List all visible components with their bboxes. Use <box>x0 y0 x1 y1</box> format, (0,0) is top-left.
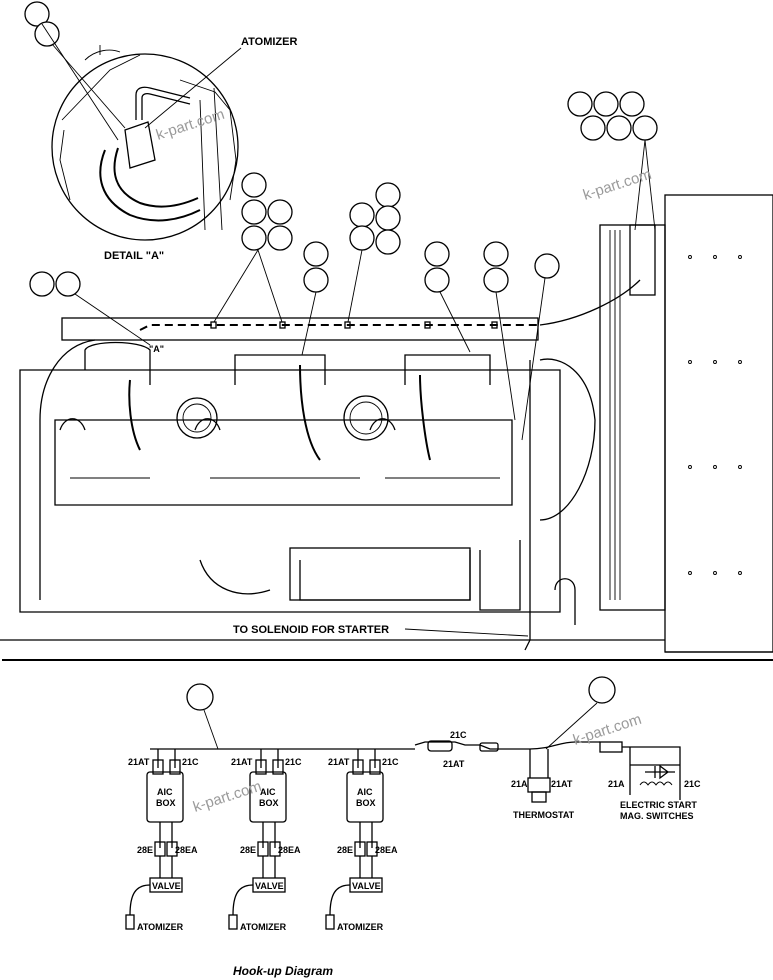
callout-balloon <box>186 683 214 711</box>
unit-wire-out: 28E <box>337 845 353 855</box>
unit-wire-in2: 21C <box>182 757 199 767</box>
unit-box-line2: BOX <box>356 798 376 808</box>
unit-valve: VALVE <box>352 881 381 891</box>
unit-atomizer: ATOMIZER <box>240 922 287 932</box>
callout-balloon <box>593 91 619 117</box>
aic-unit: 21AT 21C AIC BOX 28E 28EA VALVE ATOMIZER <box>325 749 399 932</box>
callout-balloon <box>303 241 329 267</box>
callout-balloon <box>567 91 593 117</box>
callout-balloon <box>267 199 293 225</box>
unit-box-line1: AIC <box>357 787 373 797</box>
to-solenoid-label: TO SOLENOID FOR STARTER <box>233 624 389 636</box>
unit-wire-in: 21AT <box>328 757 350 767</box>
unit-valve: VALVE <box>255 881 284 891</box>
unit-wire-out2: 28EA <box>175 845 198 855</box>
electric-start-switches: 21A 21C ELECTRIC START MAG. SWITCHES <box>608 747 701 821</box>
switch-label-line1: ELECTRIC START <box>620 800 697 810</box>
callout-balloon <box>349 225 375 251</box>
callout-balloon <box>241 172 267 198</box>
callout-balloon <box>534 253 560 279</box>
detail-a: ATOMIZER DETAIL "A" <box>24 1 297 262</box>
unit-wire-in2: 21C <box>285 757 302 767</box>
radiator-housing <box>664 194 773 653</box>
unit-wire-out2: 28EA <box>375 845 398 855</box>
callout-balloon <box>580 115 606 141</box>
callout-balloon <box>55 271 81 297</box>
callout-balloon <box>632 115 658 141</box>
switch-label-line2: MAG. SWITCHES <box>620 811 694 821</box>
top-rail <box>61 317 539 341</box>
unit-atomizer: ATOMIZER <box>337 922 384 932</box>
switch-wire-21a: 21A <box>608 779 625 789</box>
callout-balloon <box>375 205 401 231</box>
unit-wire-in2: 21C <box>382 757 399 767</box>
callout-balloon <box>424 241 450 267</box>
unit-valve: VALVE <box>152 881 181 891</box>
callout-balloon <box>34 21 60 47</box>
thermostat-label: THERMOSTAT <box>513 810 575 820</box>
callout-balloon <box>483 241 509 267</box>
callout-balloon <box>619 91 645 117</box>
watermark-text: k-part.com <box>191 778 264 816</box>
callout-balloon <box>375 229 401 255</box>
aic-unit: 21AT 21C AIC BOX 28E 28EA VALVE ATOMIZER <box>228 749 302 932</box>
callout-balloon <box>241 225 267 251</box>
thermostat: 21A 21AT THERMOSTAT <box>511 749 575 820</box>
unit-box-line1: AIC <box>157 787 173 797</box>
unit-wire-in: 21AT <box>128 757 150 767</box>
callout-balloon <box>483 267 509 293</box>
unit-box-line2: BOX <box>259 798 279 808</box>
watermark-text: k-part.com <box>581 166 654 204</box>
callout-balloon <box>303 267 329 293</box>
unit-box-line1: AIC <box>260 787 276 797</box>
detail-a-circle <box>51 53 239 241</box>
detail-a-label: DETAIL "A" <box>104 250 164 262</box>
aic-unit: 21AT 21C AIC BOX 28E 28EA VALVE ATOMIZER <box>125 749 199 932</box>
unit-wire-out: 28E <box>137 845 153 855</box>
engine-callouts <box>29 91 658 441</box>
unit-wire-in: 21AT <box>231 757 253 767</box>
callout-balloon <box>375 182 401 208</box>
watermarks: k-part.com k-part.com k-part.com k-part.… <box>154 106 654 816</box>
wire-21c-center: 21C <box>450 730 467 740</box>
unit-atomizer: ATOMIZER <box>137 922 184 932</box>
callout-balloon <box>588 676 616 704</box>
switch-wire-21c: 21C <box>684 779 701 789</box>
unit-wire-out: 28E <box>240 845 256 855</box>
unit-wire-out2: 28EA <box>278 845 301 855</box>
wire-21at-center: 21AT <box>443 759 465 769</box>
callout-balloon <box>24 1 50 27</box>
callout-balloon <box>424 267 450 293</box>
engine-assembly: TO SOLENOID FOR STARTER "A" <box>0 194 773 661</box>
callout-balloon <box>606 115 632 141</box>
callout-balloon <box>349 202 375 228</box>
unit-box-line2: BOX <box>156 798 176 808</box>
callout-balloon <box>29 271 55 297</box>
atomizer-label-top: ATOMIZER <box>241 36 297 48</box>
hookup-caption: Hook-up Diagram <box>233 964 333 978</box>
thermostat-wire-21a: 21A <box>511 779 528 789</box>
callout-balloon <box>241 199 267 225</box>
thermostat-wire-21at: 21AT <box>551 779 573 789</box>
callout-balloon <box>267 225 293 251</box>
hookup-diagram: 21C 21AT 21A 21AT THERMOSTAT 21A 21C ELE… <box>125 676 701 978</box>
a-marker: "A" <box>149 344 164 354</box>
